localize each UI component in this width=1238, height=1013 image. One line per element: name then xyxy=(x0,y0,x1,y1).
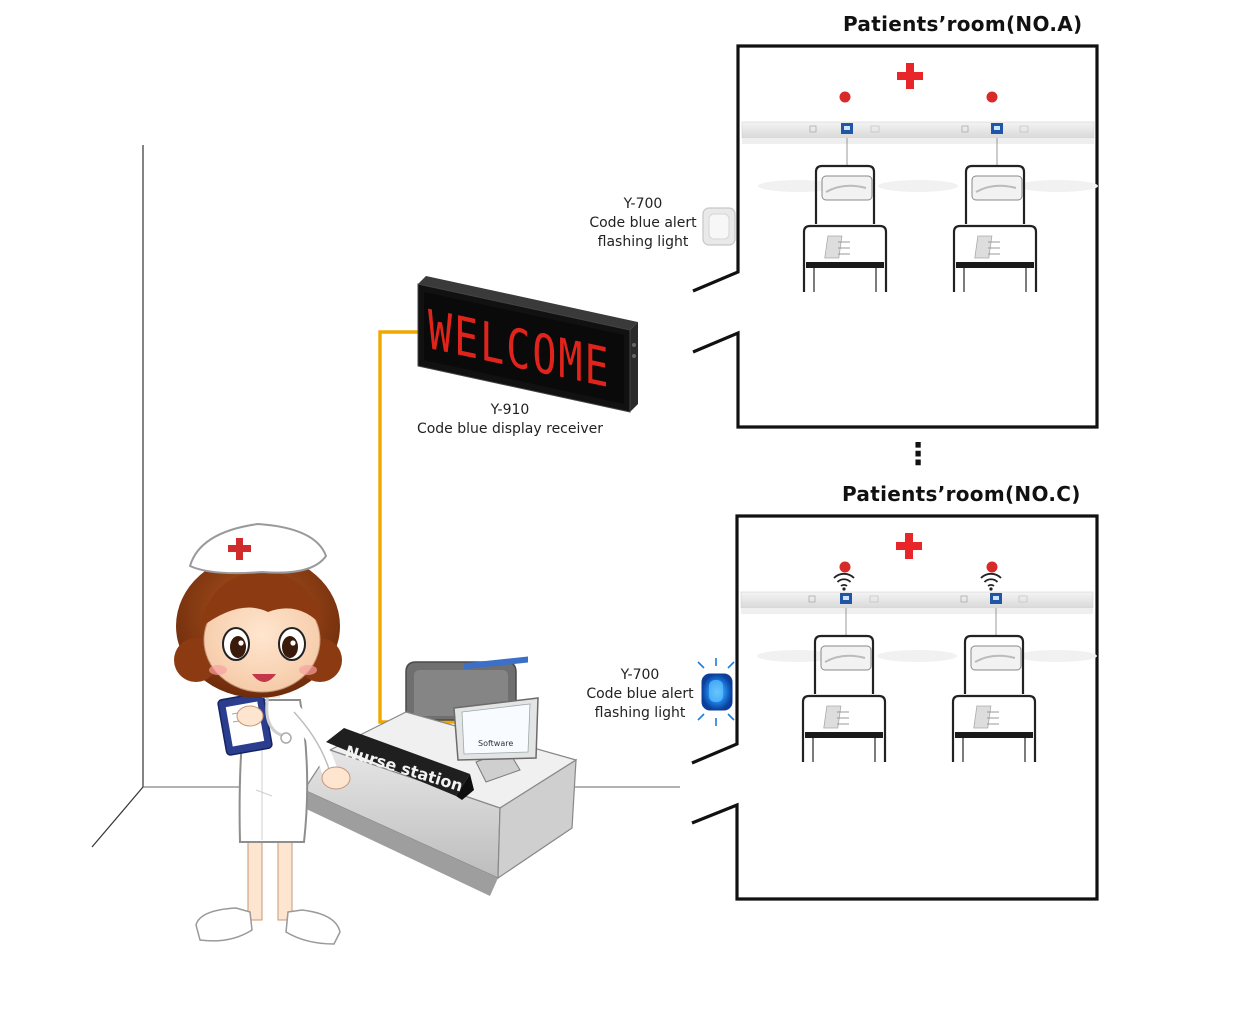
room-c-title: Patients’room(NO.C) xyxy=(842,482,1081,506)
bed-2-marker xyxy=(986,91,998,103)
room-c xyxy=(691,514,1099,901)
flashing-light-a-label: Y-700 Code blue alert flashing light xyxy=(589,196,697,250)
nurse-station: Software Nurse station xyxy=(300,656,578,896)
wifi-signal-icon xyxy=(980,572,1002,592)
flashing-light-a xyxy=(702,207,736,246)
continuation-marker: ⋮ xyxy=(903,437,933,472)
wifi-signal-icon xyxy=(833,572,855,592)
room-c-interior xyxy=(741,592,1097,762)
room-a-interior xyxy=(742,122,1098,292)
bed-2-marker xyxy=(986,561,998,573)
bed-1-marker xyxy=(839,561,851,573)
flashing-light-c xyxy=(697,658,735,726)
nurse-illustration xyxy=(174,522,351,945)
room-a-title: Patients’room(NO.A) xyxy=(843,12,1083,36)
room-a-wall xyxy=(692,44,1099,429)
room-a xyxy=(692,44,1099,429)
display-receiver: WELCOME xyxy=(417,276,638,413)
bed-1-marker xyxy=(839,91,851,103)
room-c-wall xyxy=(691,514,1099,901)
display-receiver-label: Y-910 Code blue display receiver xyxy=(416,402,604,437)
flashing-light-c-label: Y-700 Code blue alert flashing light xyxy=(586,667,694,721)
monitor-text: Software xyxy=(478,739,513,748)
red-cross-icon xyxy=(897,63,923,89)
red-cross-icon xyxy=(896,533,922,559)
floor-corner xyxy=(91,786,144,848)
